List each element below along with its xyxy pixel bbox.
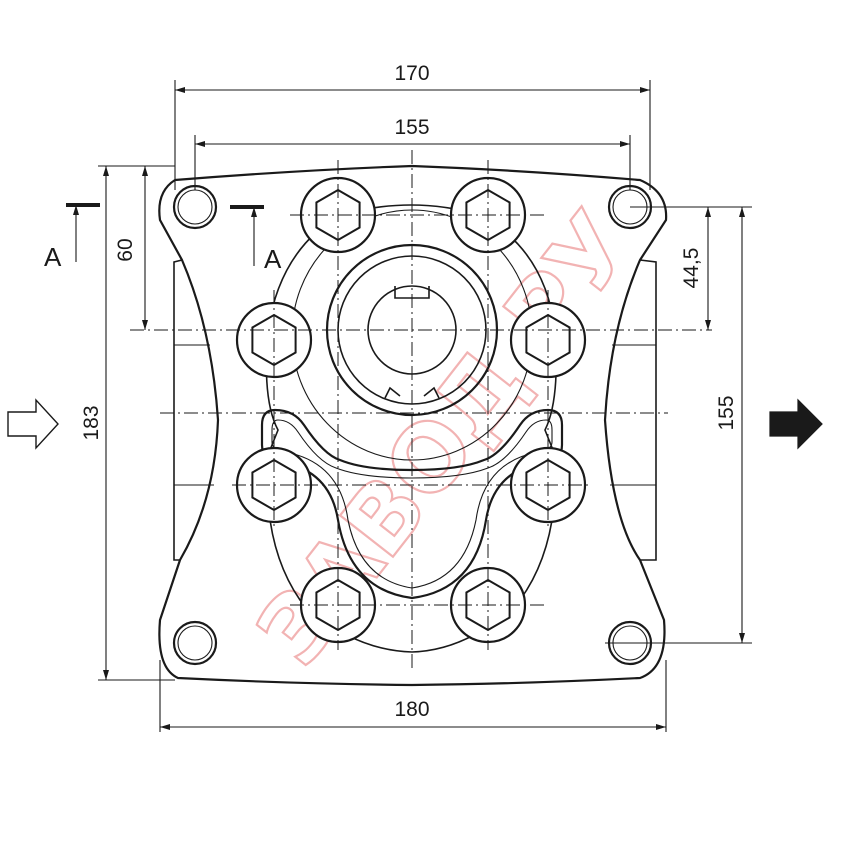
watermark-text: ЗАВОД.РУ xyxy=(237,193,654,685)
section-marker-left: A xyxy=(44,203,100,272)
dim-170: 170 xyxy=(394,62,429,85)
dimension-labels: 170 155 180 183 60 44,5 155 xyxy=(80,62,738,721)
dim-183: 183 xyxy=(80,405,103,440)
outlet-arrow-icon xyxy=(769,398,823,450)
section-marker-right: A xyxy=(230,205,282,274)
mounting-hole-tl xyxy=(172,184,218,230)
section-label-right: A xyxy=(264,244,282,274)
dim-155-right: 155 xyxy=(715,395,738,430)
flange-plate xyxy=(158,164,668,687)
inlet-arrow-icon xyxy=(7,398,59,450)
dimension-lines xyxy=(98,80,752,732)
dim-44-5: 44,5 xyxy=(680,248,703,289)
mounting-hole-bl xyxy=(172,620,218,666)
dim-155-top: 155 xyxy=(394,116,429,139)
watermark: ЗАВОД.РУ xyxy=(236,192,655,686)
dim-60: 60 xyxy=(114,238,137,261)
dim-180: 180 xyxy=(394,698,429,721)
center-lines xyxy=(130,150,712,670)
section-label-left: A xyxy=(44,242,62,272)
